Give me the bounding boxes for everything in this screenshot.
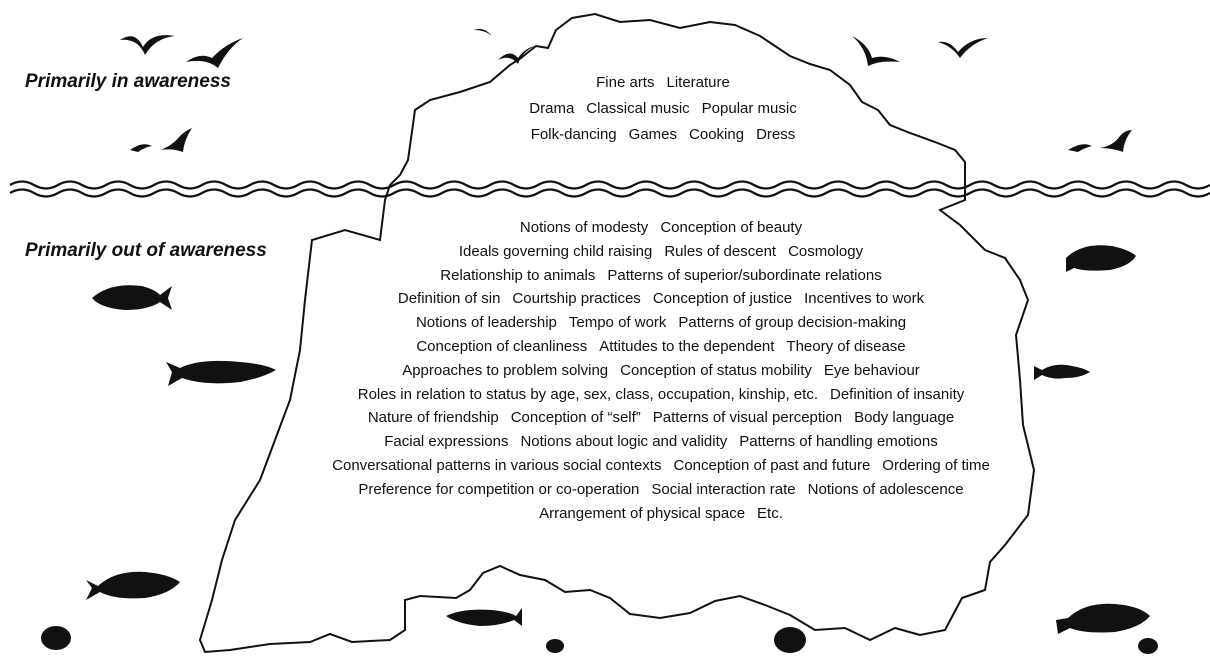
culture-item: Definition of insanity [830, 385, 965, 403]
fish-icon [166, 360, 276, 386]
culture-item: Drama [529, 100, 575, 117]
culture-item: Relationship to animals [440, 266, 596, 284]
culture-item: Incentives to work [804, 290, 925, 308]
fish-icon [92, 285, 172, 310]
culture-item: Literature [666, 74, 730, 91]
label-below-water: Primarily out of awareness [25, 240, 267, 261]
bird-icon [120, 35, 175, 55]
culture-item: Patterns of visual perception [652, 409, 843, 427]
culture-item: Conception of cleanliness [416, 338, 588, 355]
culture-item: Etc. [757, 504, 783, 522]
culture-item: Popular music [701, 100, 797, 117]
culture-item: Rules of descent [664, 242, 777, 260]
culture-item: Patterns of superior/subordinate relatio… [607, 266, 882, 284]
culture-item: Patterns of group decision-making [678, 314, 907, 332]
culture-item: Patterns of handling emotions [739, 433, 938, 451]
culture-item: Theory of disease [786, 338, 906, 355]
culture-item: Notions of modesty [519, 219, 649, 236]
item-row: Fine arts Literature [58, 74, 1210, 92]
item-row: Nature of friendship Conception of “self”… [56, 409, 1210, 427]
shell-icon [1138, 638, 1158, 654]
culture-item: Eye behaviour [823, 361, 920, 379]
waterline-wave-bottom [9, 188, 1210, 198]
item-row: Folk-dancing Games Cooking Dress [58, 126, 1210, 144]
culture-item: Arrangement of physical space [539, 504, 746, 522]
bird-icon [938, 38, 988, 58]
culture-item: Notions of leadership [415, 314, 557, 332]
culture-item: Roles in relation to status by age, sex,… [357, 385, 818, 403]
fish-icon [1034, 364, 1090, 380]
bird-icon [474, 28, 492, 36]
waterline-wave-top [9, 180, 1210, 190]
culture-item: Notions of adolescence [807, 480, 964, 498]
iceberg-outline [198, 12, 1036, 654]
item-row: Conversational patterns in various socia… [56, 457, 1210, 475]
shell-icon [41, 626, 71, 650]
shell-icon [774, 627, 806, 653]
culture-item: Definition of sin [397, 290, 501, 308]
culture-item: Ideals governing child raising [458, 242, 653, 260]
culture-item: Facial expressions [384, 433, 509, 451]
fish-icon [1066, 245, 1136, 272]
item-row: Arrangement of physical space Etc. [56, 505, 1210, 523]
item-row: Ideals governing child raising Rules of d… [56, 243, 1210, 261]
culture-item: Attitudes to the dependent [599, 338, 775, 355]
fish-icon [1056, 603, 1150, 634]
item-row: Notions of modesty Conception of beauty [56, 219, 1210, 237]
culture-item: Conception of status mobility [620, 361, 812, 379]
culture-item: Preference for competition or co-operati… [358, 480, 640, 498]
culture-item: Cosmology [788, 242, 864, 260]
bird-icon [130, 144, 152, 152]
culture-item: Dress [756, 126, 796, 143]
culture-item: Tempo of work [568, 314, 667, 332]
culture-item: Conception of justice [652, 290, 793, 308]
item-row: Notions of leadership Tempo of work Patter… [56, 314, 1210, 332]
culture-item: Conversational patterns in various socia… [332, 457, 662, 474]
culture-item: Social interaction rate [651, 480, 796, 498]
bird-icon [852, 36, 900, 66]
culture-item: Games [628, 126, 678, 143]
culture-item: Conception of beauty [660, 219, 803, 236]
item-row: Conception of cleanliness Attitudes to th… [56, 338, 1210, 356]
bird-icon [186, 38, 243, 68]
item-row: Definition of sin Courtship practices Conc… [56, 290, 1210, 308]
culture-item: Approaches to problem solving [402, 361, 609, 379]
bird-icon [498, 46, 535, 64]
label-above-water: Primarily in awareness [25, 71, 231, 92]
culture-item: Body language [854, 409, 955, 427]
culture-item: Cooking [689, 126, 745, 143]
culture-item: Folk-dancing [530, 126, 617, 143]
fish-icon [446, 608, 522, 626]
culture-item: Classical music [586, 100, 690, 117]
culture-item: Fine arts [596, 74, 655, 91]
shell-icon [546, 639, 564, 653]
fish-icon [86, 571, 180, 600]
culture-item: Conception of “self” [510, 409, 641, 427]
bird-icon [1068, 144, 1092, 152]
item-row: Approaches to problem solving Conception … [56, 362, 1210, 380]
item-row: Drama Classical music Popular music [58, 100, 1210, 118]
culture-item: Courtship practices [512, 290, 641, 308]
culture-item: Conception of past and future [673, 457, 871, 474]
culture-item: Notions about logic and validity [520, 433, 728, 451]
culture-item: Nature of friendship [367, 409, 499, 427]
item-row: Preference for competition or co-operati… [56, 481, 1210, 499]
culture-item: Ordering of time [882, 457, 990, 474]
item-row: Roles in relation to status by age, sex,… [56, 386, 1210, 404]
bird-icon [160, 128, 192, 152]
item-row: Facial expressions Notions about logic an… [56, 433, 1210, 451]
bird-icon [1100, 130, 1132, 152]
item-row: Relationship to animals Patterns of super… [56, 267, 1210, 285]
